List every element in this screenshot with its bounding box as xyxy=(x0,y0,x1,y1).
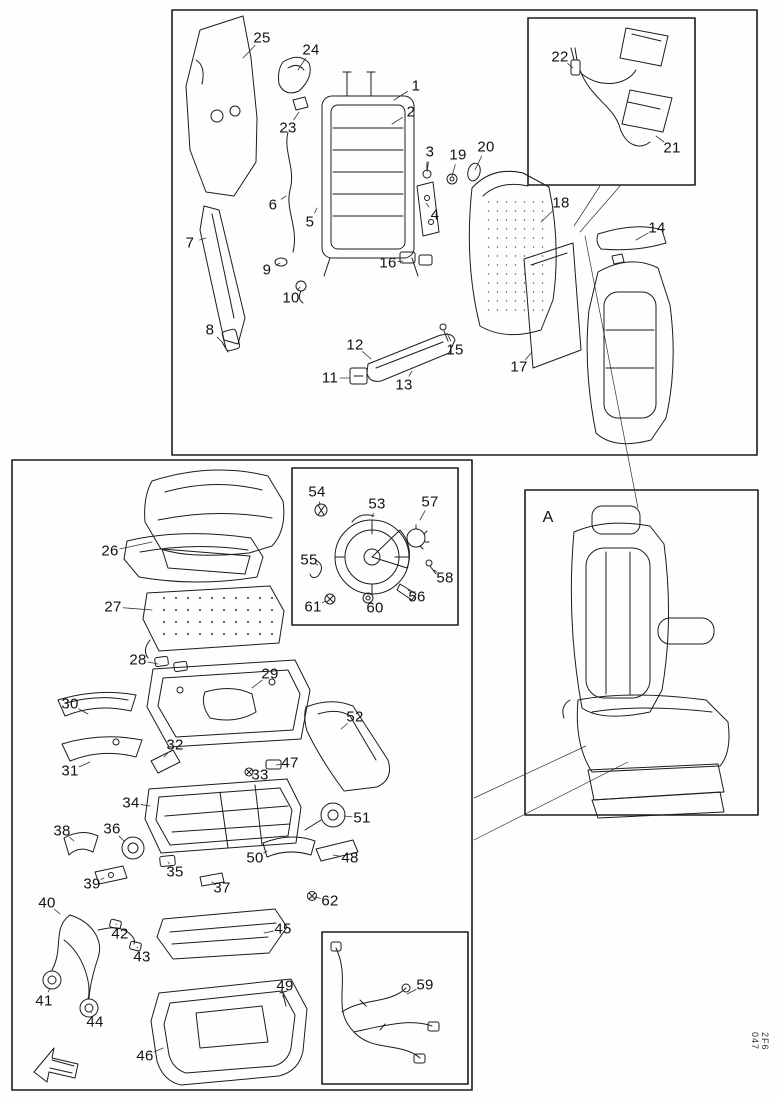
seatback-frame-part xyxy=(321,71,419,277)
direction-arrow xyxy=(33,1047,79,1083)
backboard-part xyxy=(185,15,258,197)
base-skirt-part xyxy=(150,978,308,1086)
leader-line-25 xyxy=(242,44,256,59)
leader-line-13 xyxy=(408,370,413,377)
leader-line-29 xyxy=(251,679,263,689)
cushion-cover-part xyxy=(144,469,285,575)
heating-mat-part xyxy=(142,585,285,659)
recliner-motor-parts xyxy=(349,251,433,385)
cushion-foam-part xyxy=(123,533,264,583)
leader-line-21 xyxy=(655,135,665,143)
leader-line-62 xyxy=(314,896,321,899)
figure-code-label: 2F6 047 xyxy=(750,1032,770,1051)
leader-line-28 xyxy=(147,661,159,665)
leader-line-27 xyxy=(122,607,153,611)
side-shield-part xyxy=(366,323,456,382)
leader-line-10 xyxy=(296,286,301,291)
leader-line-4 xyxy=(425,202,430,208)
leader-line-38 xyxy=(69,837,75,842)
leader-line-51 xyxy=(343,815,353,818)
leader-line-22 xyxy=(567,63,574,69)
leader-line-14 xyxy=(635,232,649,241)
headrest-parts xyxy=(570,27,673,147)
outer-shield-part xyxy=(244,701,391,792)
panel-seatback-exploded xyxy=(171,9,758,456)
leader-line-12 xyxy=(362,351,372,360)
leader-line-2 xyxy=(391,116,403,125)
leader-line-3 xyxy=(426,161,429,173)
harness-inset-parts xyxy=(330,941,440,1064)
headrest-guide-part xyxy=(278,56,311,111)
leader-line-41 xyxy=(47,987,51,993)
leader-line-5 xyxy=(314,207,318,214)
adjuster-knob-part xyxy=(262,802,359,901)
leader-line-43 xyxy=(136,946,138,949)
cushion-pan-part xyxy=(146,659,311,748)
leader-line-50 xyxy=(263,850,268,854)
wiring-harness-parts xyxy=(42,914,142,1018)
leader-line-18 xyxy=(540,209,555,223)
insulation-mat-part xyxy=(156,908,288,1007)
cable-parts xyxy=(274,131,307,304)
leader-line-1 xyxy=(393,90,408,101)
leader-line-59 xyxy=(406,989,417,995)
leader-line-58 xyxy=(433,569,438,573)
panel-a-label: A xyxy=(542,509,554,526)
small-fastener-parts xyxy=(416,161,481,237)
leader-line-54 xyxy=(318,501,321,506)
seatback-cushion-part xyxy=(468,170,557,336)
seatback-cover-part xyxy=(586,226,674,445)
clip-parts xyxy=(154,655,188,673)
seatbelt-part xyxy=(199,205,246,353)
leader-line-16 xyxy=(397,260,404,263)
leader-line-46 xyxy=(153,1047,164,1053)
leader-line-61 xyxy=(321,600,327,604)
leader-lines xyxy=(47,44,665,1053)
leader-line-48 xyxy=(332,854,341,857)
leader-line-39 xyxy=(100,877,105,880)
leader-line-26 xyxy=(119,541,153,550)
handle-parts xyxy=(63,832,225,887)
leader-line-19 xyxy=(451,164,456,177)
leader-line-57 xyxy=(419,510,426,521)
leader-line-24 xyxy=(297,57,306,71)
leader-line-6 xyxy=(280,195,287,200)
leader-line-47 xyxy=(275,764,281,766)
leader-line-17 xyxy=(525,351,533,360)
back-panel-part xyxy=(523,242,582,369)
assembled-seat xyxy=(562,505,730,819)
leader-line-15 xyxy=(446,332,452,342)
leader-line-34 xyxy=(140,804,151,807)
leader-line-30 xyxy=(78,708,89,715)
leader-line-9 xyxy=(275,262,281,266)
leader-line-23 xyxy=(293,111,300,121)
leader-line-36 xyxy=(118,835,125,842)
recliner-mechanism xyxy=(309,503,437,605)
leader-line-55 xyxy=(315,563,319,566)
leader-line-32 xyxy=(163,751,169,758)
leader-line-40 xyxy=(54,909,61,915)
leader-line-35 xyxy=(167,861,170,865)
panel-headrest-inset xyxy=(527,17,696,186)
panel-recliner-inset xyxy=(291,467,459,626)
leader-line-52 xyxy=(340,723,348,730)
leader-line-20 xyxy=(474,155,483,171)
leader-line-31 xyxy=(78,761,91,768)
leader-line-53 xyxy=(371,512,374,518)
side-trim-parts xyxy=(57,691,181,774)
leader-line-37 xyxy=(211,881,214,884)
leader-line-7 xyxy=(199,237,207,241)
leader-line-56 xyxy=(407,589,410,592)
seat-frame-part xyxy=(144,778,302,854)
reference-lines xyxy=(473,185,639,841)
panel-harness-inset xyxy=(321,931,469,1085)
panel-assembled-seat xyxy=(524,489,759,816)
leader-line-8 xyxy=(216,336,223,343)
leader-line-45 xyxy=(263,930,274,934)
panel-cushion-exploded xyxy=(11,459,473,1091)
